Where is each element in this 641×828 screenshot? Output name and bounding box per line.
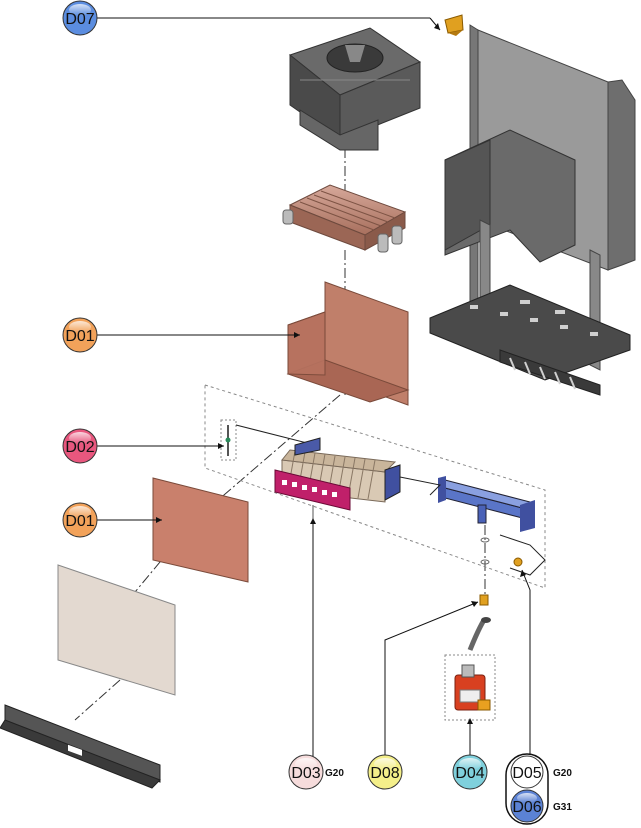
callout-d02-label: D02 — [65, 439, 94, 456]
heat-exchanger — [282, 184, 407, 253]
fan-hood — [288, 27, 422, 151]
gas-valve — [444, 654, 496, 721]
burner — [274, 437, 401, 520]
callout-d07-label: D07 — [65, 11, 94, 28]
callout-d01-bottom-label: D01 — [65, 513, 94, 530]
callout-d04: D04 — [452, 754, 488, 790]
callout-d03-label: D03 — [291, 765, 320, 782]
sensor-bracket — [444, 14, 464, 36]
front-insulation-panel — [152, 477, 249, 583]
callout-d01-top-label: D01 — [65, 328, 94, 345]
callout-d01-bottom: D01 — [62, 502, 98, 538]
injector-nozzle — [499, 534, 546, 576]
gas-pipe — [467, 537, 491, 651]
front-cover — [57, 564, 176, 696]
callout-d06: D06 G31 — [510, 789, 572, 823]
callout-d05-label: D05 — [512, 765, 541, 782]
callout-d04-label: D04 — [455, 765, 484, 782]
callout-d08: D08 — [367, 754, 403, 790]
bottom-trim — [0, 704, 161, 789]
callout-d08-label: D08 — [370, 765, 399, 782]
leader-lines — [97, 17, 531, 757]
injector-manifold — [399, 476, 535, 532]
callout-d02: D02 — [62, 428, 98, 464]
callout-d05: D05 G20 — [510, 755, 572, 789]
rear-frame — [429, 24, 636, 396]
callout-d03: D03 G20 — [288, 754, 344, 790]
combustion-chamber — [286, 281, 410, 406]
callout-d06-gas: G31 — [553, 802, 572, 813]
leader-arrowheads — [156, 23, 526, 724]
callout-d03-gas: G20 — [325, 768, 344, 779]
callout-d05-gas: G20 — [553, 768, 572, 779]
callout-d07: D07 — [62, 0, 98, 36]
callout-d01-top: D01 — [62, 317, 98, 353]
callout-d06-label: D06 — [512, 799, 541, 816]
burner-group-outline — [204, 384, 546, 589]
